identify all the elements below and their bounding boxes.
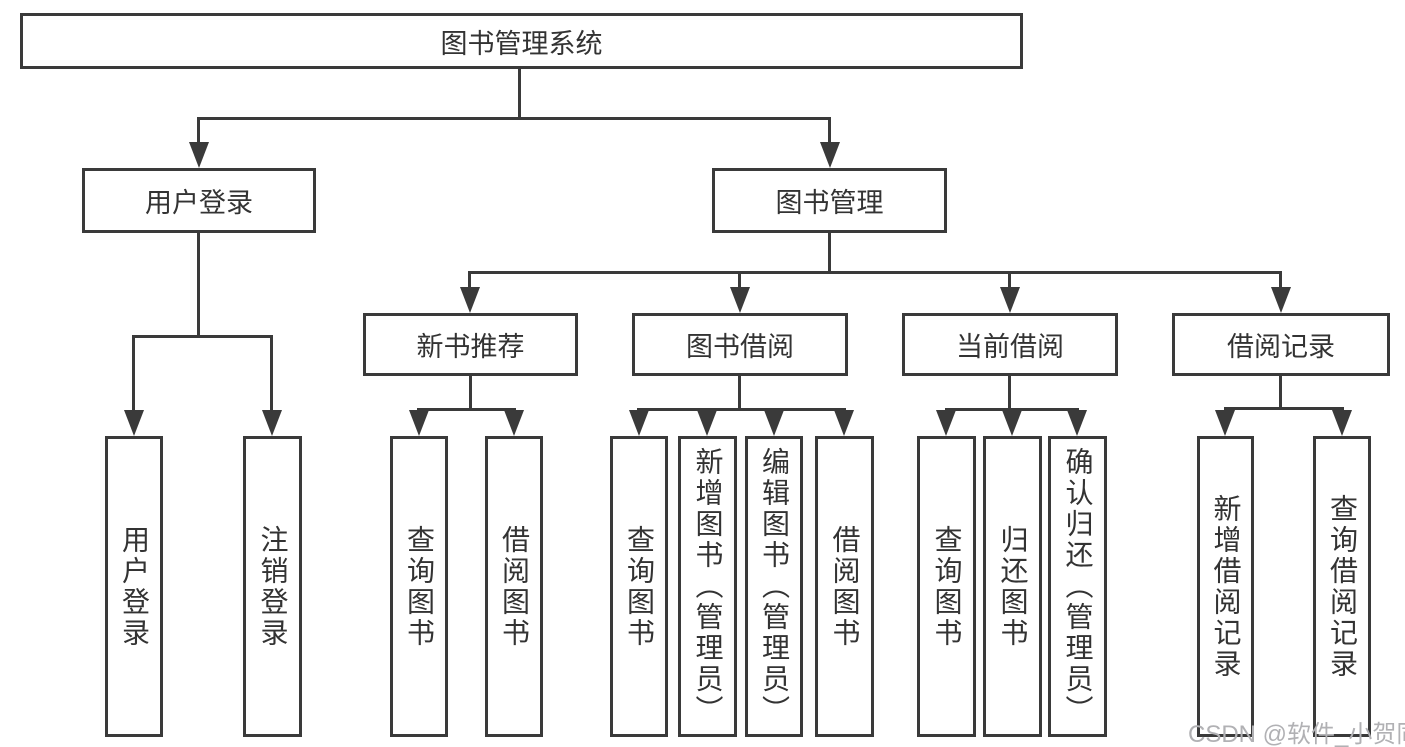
arrow-down-icon [1271,287,1291,313]
connector-line [1279,376,1282,409]
connector-line [197,117,200,145]
csdn-watermark: CSDN @软件_小贺同学 [1188,721,1405,747]
arrow-down-icon [189,142,209,168]
leaf-borrow-add-books-admin: 新增图书（管理员） [678,436,737,737]
connector-line [1008,376,1011,411]
connector-line [468,271,1282,274]
leaf-borrow-borrow-books: 借阅图书 [815,436,874,737]
arrow-down-icon [697,410,717,436]
connector-line [270,335,273,413]
leaf-borrow-query-books: 查询图书 [610,436,668,737]
arrow-down-icon [820,142,840,168]
leaf-records-query-record: 查询借阅记录 [1313,436,1371,737]
leaf-recommend-borrow-books: 借阅图书 [485,436,543,737]
leaf-current-return-books: 归还图书 [983,436,1042,737]
leaf-borrow-edit-books-admin: 编辑图书（管理员） [745,436,803,737]
leaf-records-add-record: 新增借阅记录 [1197,436,1254,737]
arrow-down-icon [834,410,854,436]
arrow-down-icon [1332,410,1352,436]
connector-line [469,376,472,411]
arrow-down-icon [1067,410,1087,436]
arrow-down-icon [409,410,429,436]
arrow-down-icon [460,287,480,313]
arrow-down-icon [124,410,144,436]
leaf-logout-login: 注销登录 [243,436,302,737]
arrow-down-icon [1002,410,1022,436]
leaf-current-query-books: 查询图书 [917,436,976,737]
connector-line [828,233,831,274]
node-book-management: 图书管理 [712,168,947,233]
connector-line [132,335,135,413]
connector-line [417,408,516,411]
arrow-down-icon [730,287,750,313]
node-current-borrow: 当前借阅 [902,313,1118,376]
node-library-system: 图书管理系统 [20,13,1023,69]
arrow-down-icon [936,410,956,436]
connector-line [828,117,831,145]
leaf-current-confirm-return-admin: 确认归还（管理员） [1048,436,1107,737]
leaf-user-login: 用户登录 [105,436,163,737]
connector-line [1008,271,1011,290]
arrow-down-icon [504,410,524,436]
arrow-down-icon [629,410,649,436]
node-book-borrow: 图书借阅 [632,313,848,376]
arrow-down-icon [1215,410,1235,436]
connector-line [637,408,846,411]
connector-line [1279,271,1282,290]
connector-line [738,376,741,411]
leaf-recommend-query-books: 查询图书 [390,436,448,737]
connector-line [738,271,741,290]
arrow-down-icon [764,410,784,436]
node-borrow-records: 借阅记录 [1172,313,1390,376]
connector-line [197,117,831,120]
connector-line [518,68,521,118]
connector-line [197,233,200,337]
connector-line [1224,407,1344,410]
node-user-login: 用户登录 [82,168,316,233]
connector-line [132,335,273,338]
node-new-book-recommend: 新书推荐 [363,313,578,376]
arrow-down-icon [1000,287,1020,313]
connector-line [468,271,471,290]
arrow-down-icon [262,410,282,436]
